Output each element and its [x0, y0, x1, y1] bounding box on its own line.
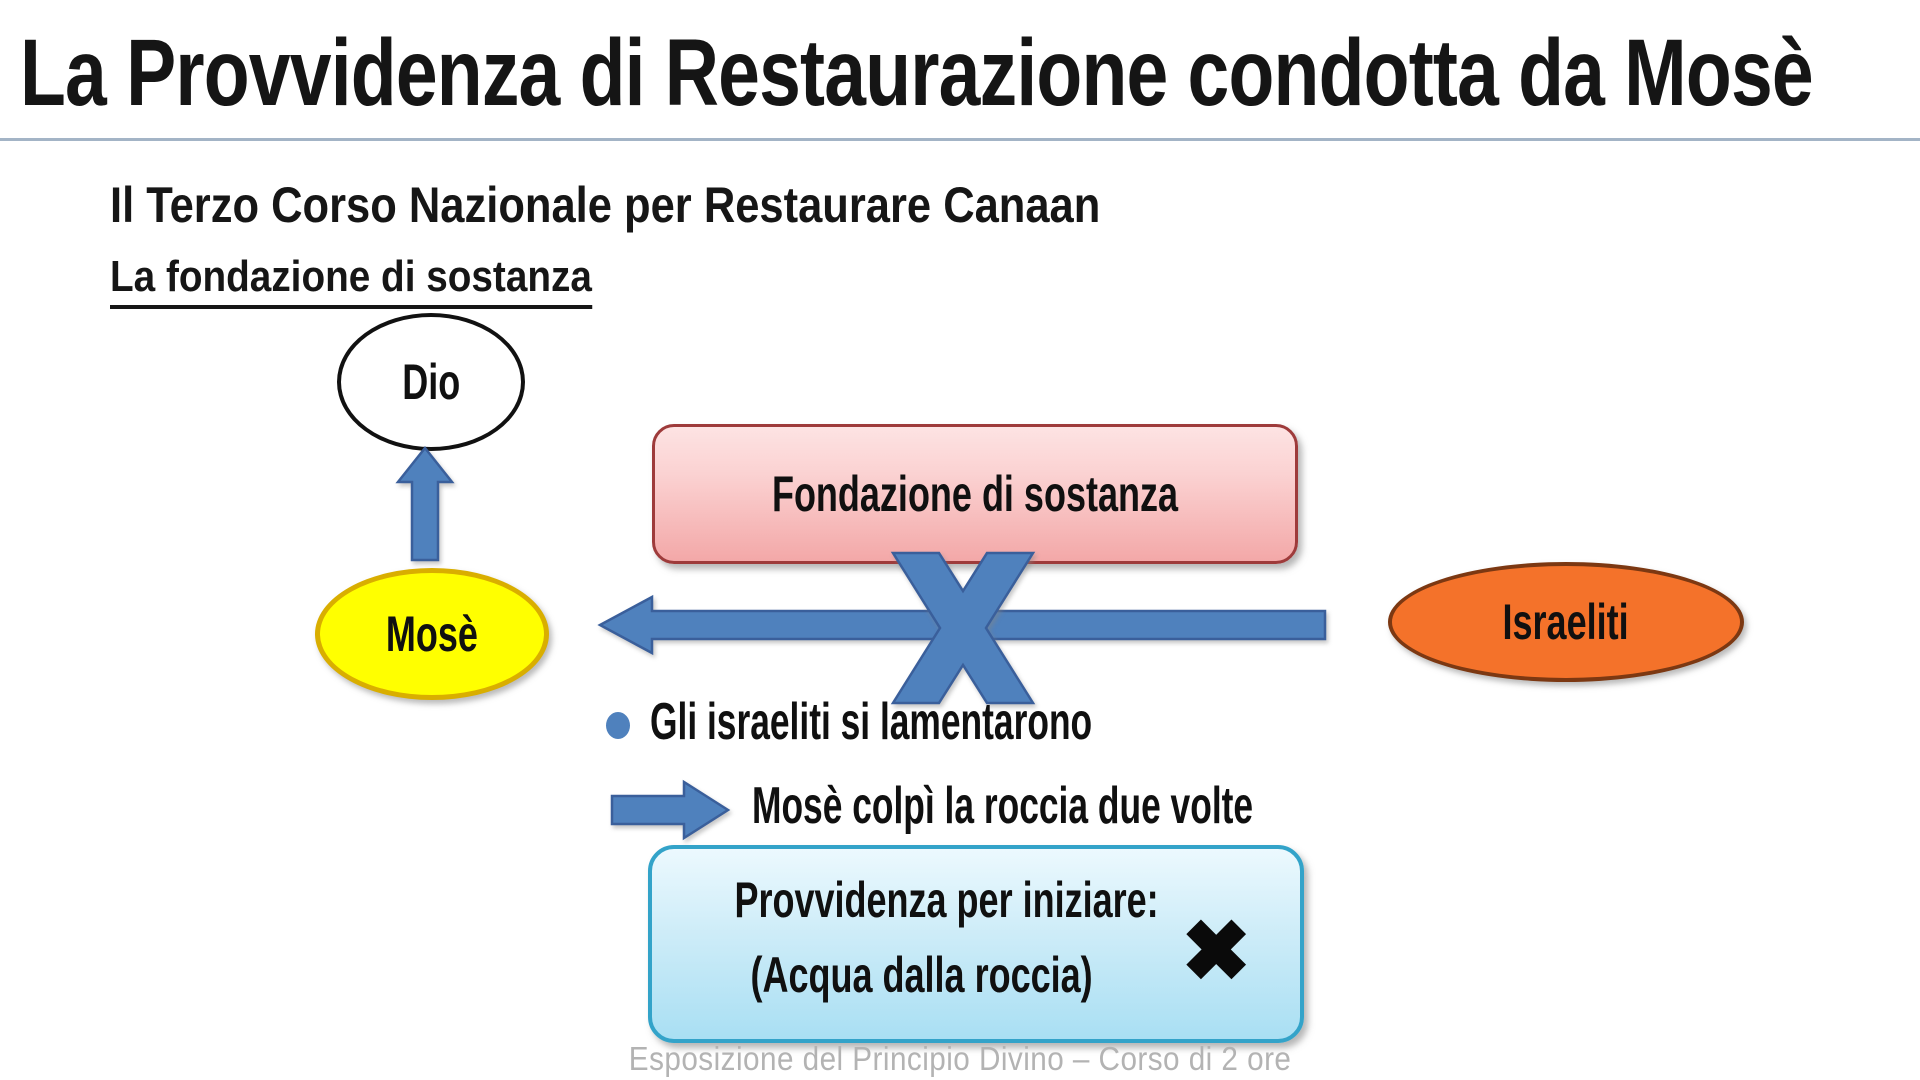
fondazione-box: Fondazione di sostanza [652, 424, 1298, 564]
bullet-1-label: Gli israeliti si lamentarono [650, 693, 1093, 751]
mose-ellipse: Mosè [315, 568, 549, 700]
footer-caption: Esposizione del Principio Divino – Corso… [628, 1040, 1292, 1077]
blue-dot-icon [606, 712, 630, 739]
dio-label: Dio [401, 354, 460, 410]
fondazione-label: Fondazione di sostanza [771, 466, 1179, 522]
bullet-item-1: Gli israeliti si lamentarono [650, 692, 1300, 752]
page-title: La Provvidenza di Restaurazione condotta… [20, 20, 1814, 126]
mose-label: Mosè [385, 606, 479, 662]
israeliti-ellipse: Israeliti [1388, 562, 1744, 682]
black-cross-icon: ✖ [1181, 904, 1252, 998]
footer: Esposizione del Principio Divino – Corso… [0, 1040, 1920, 1078]
bullet-item-2: Mosè colpì la roccia due volte [752, 776, 1489, 836]
title-divider [0, 138, 1920, 141]
dio-ellipse: Dio [337, 313, 525, 451]
provvidenza-box: Provvidenza per iniziare: (Acqua dalla r… [648, 845, 1304, 1043]
right-arrow-icon [610, 779, 731, 841]
up-arrow-icon [395, 445, 455, 562]
section-heading: La fondazione di sostanza [110, 252, 592, 309]
provvidenza-text: Provvidenza per iniziare: (Acqua dalla r… [652, 869, 1192, 1019]
bullet-2-label: Mosè colpì la roccia due volte [752, 777, 1254, 835]
israeliti-label: Israeliti [1502, 594, 1630, 650]
subtitle: Il Terzo Corso Nazionale per Restaurare … [110, 177, 1101, 233]
blocked-cross-icon [890, 551, 1036, 705]
provvidenza-line1: Provvidenza per iniziare: [734, 872, 1159, 928]
provvidenza-line2: (Acqua dalla roccia) [750, 947, 1094, 1003]
